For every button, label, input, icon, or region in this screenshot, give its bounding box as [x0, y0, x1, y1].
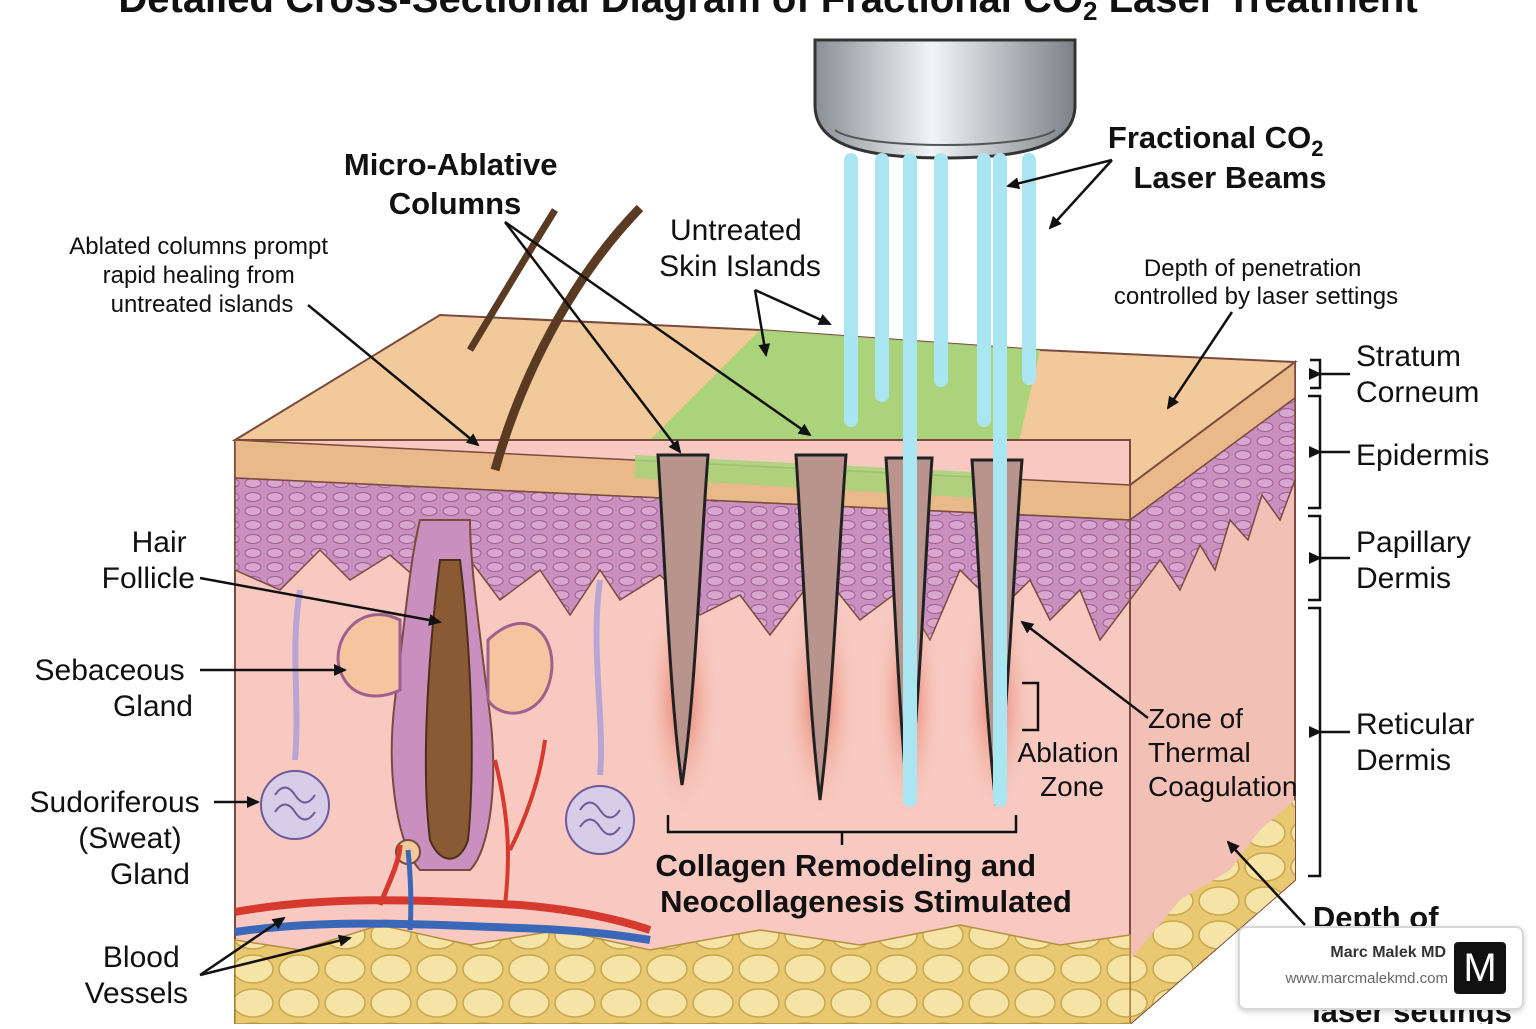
depth-note-arrow: [1166, 311, 1234, 410]
depth-penetration-note: Depth of penetration controlled by laser…: [1114, 255, 1398, 310]
sweat-gland: [260, 579, 635, 855]
laser-beams-label: Fractional CO2 Laser Beams: [1108, 120, 1332, 195]
ablation-zone-bracket: [1022, 681, 1040, 732]
badge-name: Marc Malek MD: [1330, 944, 1446, 961]
hair-follicle-label: Hair Follicle: [102, 526, 195, 595]
laser-handpiece: [813, 38, 1077, 160]
ablated-note-arrow: [307, 304, 480, 447]
collagen-label: Collagen Remodeling and Neocollagenesis …: [655, 848, 1072, 919]
m-logo-icon: M: [1454, 942, 1506, 994]
sweat-gland-label: Sudoriferous (Sweat) Gland: [30, 786, 208, 891]
papillary-dermis-label: Papillary Dermis: [1356, 526, 1479, 595]
reticular-dermis-label: Reticular Dermis: [1356, 708, 1483, 777]
micro-ablative-arrows: [504, 220, 812, 454]
untreated-islands-arrows: [753, 288, 832, 357]
blood-vessels-arrows: [199, 916, 352, 977]
stratum-corneum-label: Stratum Corneum: [1356, 340, 1479, 409]
depth-bottom-arrow: [1226, 840, 1306, 926]
author-badge[interactable]: Marc Malek MD www.marcmalekmd.com M: [1238, 926, 1524, 1010]
blood-vessels: [234, 739, 652, 944]
laser-beams: [844, 153, 1036, 807]
layer-brackets: [1308, 358, 1350, 878]
thermal-zone-arrow: [1020, 620, 1149, 719]
ablated-columns-note: Ablated columns prompt rapid healing fro…: [69, 233, 334, 318]
diagram-title: Detailed Cross-Sectional Diagram of Frac…: [118, 0, 1417, 26]
hair-follicle: [390, 204, 644, 871]
hair-follicle-arrow: [199, 576, 442, 626]
laser-beams-arrows: [1006, 158, 1113, 230]
thermal-zone-label: Zone of Thermal Coagulation: [1148, 703, 1297, 802]
untreated-islands-label: Untreated Skin Islands: [659, 214, 821, 283]
badge-url[interactable]: www.marcmalekmd.com: [1285, 970, 1448, 987]
ablation-zone-label: Ablation Zone: [1018, 737, 1127, 802]
epidermis-label: Epidermis: [1356, 439, 1489, 472]
blood-vessels-label: Blood Vessels: [85, 941, 188, 1010]
collagen-bracket: [666, 815, 1018, 845]
sebaceous-gland: [336, 613, 554, 715]
sebaceous-gland-label: Sebaceous Gland: [35, 654, 193, 723]
ablation-columns: [644, 453, 1032, 820]
micro-ablative-label: Micro-Ablative Columns: [344, 147, 566, 221]
